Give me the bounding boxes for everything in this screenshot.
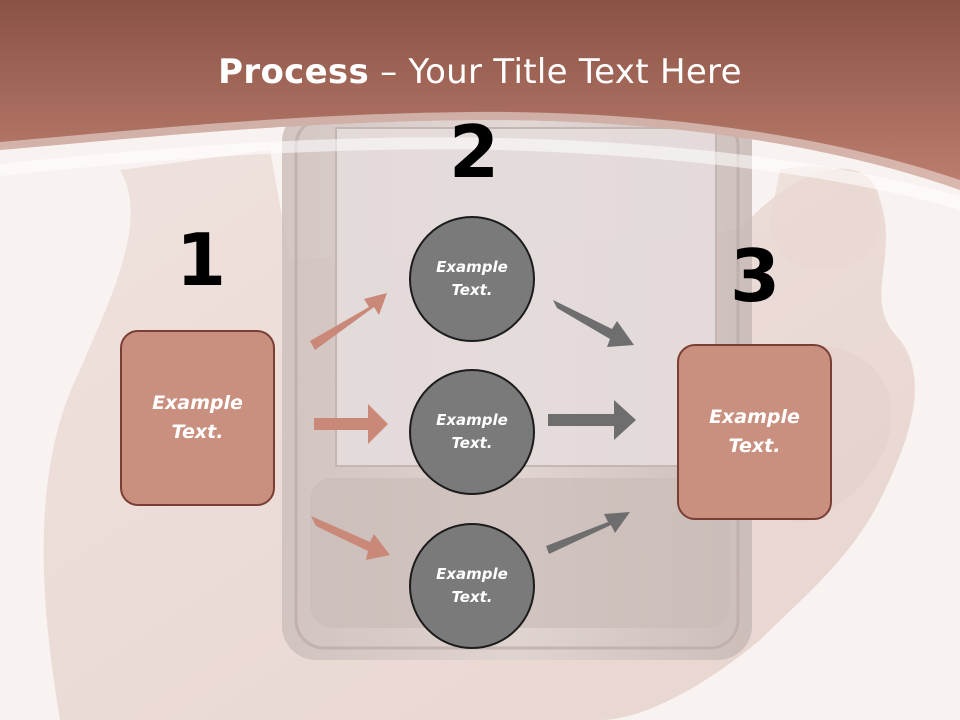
arrow-pink-down [311, 516, 390, 560]
arrow-gray-down [553, 300, 634, 347]
step-number-1: 1 [176, 218, 227, 302]
arrow-gray-mid [548, 400, 636, 440]
arrow-pink-mid [314, 404, 388, 444]
right-step-box: Example Text. [677, 344, 832, 520]
left-step-box: Example Text. [120, 330, 275, 506]
title-bold: Process [218, 52, 370, 92]
step-number-2: 2 [449, 110, 500, 194]
title-rest: – Your Title Text Here [369, 52, 742, 92]
circle-middle: Example Text. [409, 369, 535, 495]
slide-title: Process – Your Title Text Here [0, 52, 960, 92]
arrow-pink-up [310, 293, 387, 350]
circle-top: Example Text. [409, 216, 535, 342]
step-number-3: 3 [730, 234, 781, 318]
arrow-gray-up [546, 512, 630, 554]
title-banner [0, 0, 960, 190]
circle-bottom: Example Text. [409, 523, 535, 649]
